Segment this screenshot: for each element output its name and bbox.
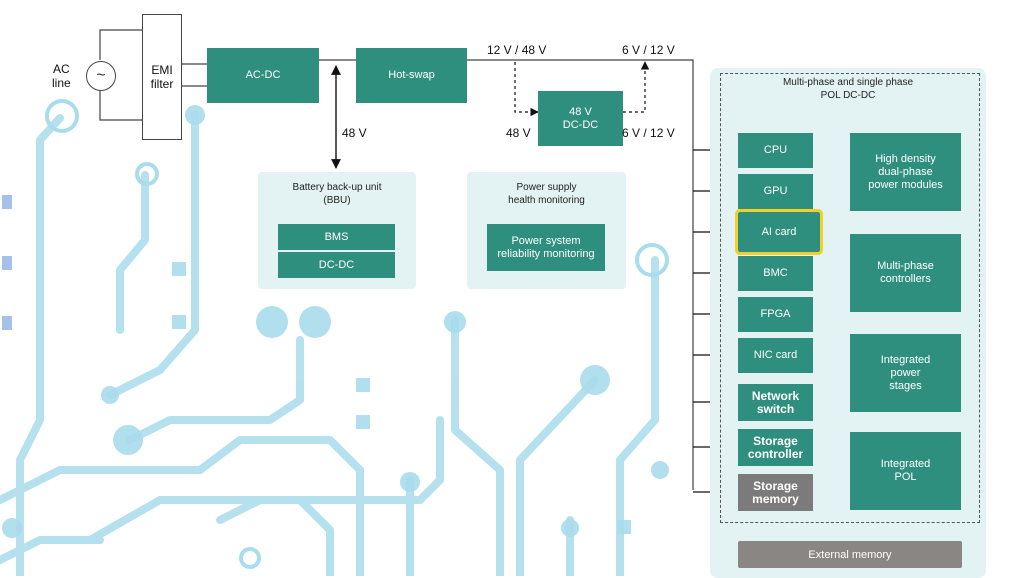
dcdc-output-voltage-label: 6 V / 12 V bbox=[622, 126, 675, 140]
pol-dashed-border bbox=[720, 73, 980, 523]
dcdc-48v-block: 48 V DC-DC bbox=[538, 91, 623, 146]
load-ai-card: AI card bbox=[735, 209, 823, 255]
ac-line-label: AC line bbox=[52, 62, 71, 90]
emi-filter-box: EMI filter bbox=[142, 14, 182, 140]
module-integrated-pol: Integrated POL bbox=[850, 432, 961, 510]
dcdc-input-voltage-label: 48 V bbox=[506, 126, 531, 140]
load-gpu: GPU bbox=[738, 174, 813, 209]
bbu-voltage-label: 48 V bbox=[342, 126, 367, 140]
load-storage-controller: Storage controller bbox=[738, 429, 813, 466]
load-network-switch: Network switch bbox=[738, 384, 813, 421]
bbu-title: Battery back-up unit (BBU) bbox=[292, 182, 382, 206]
load-cpu: CPU bbox=[738, 133, 813, 168]
health-monitoring-title: Power supply health monitoring bbox=[508, 182, 585, 206]
load-bmc: BMC bbox=[738, 256, 813, 291]
bus-voltage-label: 12 V / 48 V bbox=[487, 43, 547, 57]
load-fpga: FPGA bbox=[738, 297, 813, 332]
load-nic-card: NIC card bbox=[738, 338, 813, 373]
ac-source-icon: ~ bbox=[86, 61, 116, 91]
reliability-monitoring-block: Power system reliability monitoring bbox=[487, 224, 605, 271]
pol-title: Multi-phase and single phase POL DC-DC bbox=[782, 77, 914, 101]
bms-block: BMS bbox=[278, 224, 395, 250]
output-voltage-label-top: 6 V / 12 V bbox=[622, 43, 675, 57]
bbu-dcdc-block: DC-DC bbox=[278, 252, 395, 278]
module-multi-phase-controllers: Multi-phase controllers bbox=[850, 234, 961, 312]
load-storage-memory: Storage memory bbox=[738, 474, 813, 511]
emi-filter-label: EMI filter bbox=[150, 63, 174, 91]
hot-swap-block: Hot-swap bbox=[356, 48, 467, 103]
module-dual-phase-power-modules: High density dual-phase power modules bbox=[850, 133, 961, 211]
external-memory-block: External memory bbox=[738, 541, 962, 568]
module-integrated-power-stages: Integrated power stages bbox=[850, 334, 961, 412]
ac-dc-block: AC-DC bbox=[207, 48, 319, 103]
